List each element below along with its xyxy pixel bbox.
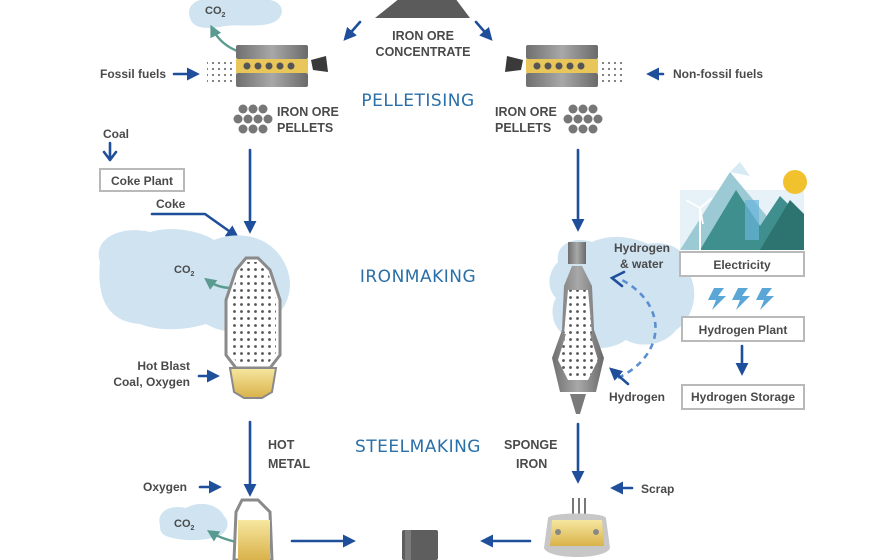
sun-icon: [783, 170, 807, 194]
sponge-iron-line1: SPONGE: [504, 438, 558, 452]
ore-to-right-arrow: [474, 20, 493, 41]
hot-metal-line1: HOT: [268, 438, 295, 452]
coal-arrow: [102, 141, 118, 162]
coke-plant-box: [99, 168, 185, 192]
pellets-right-line2: PELLETS: [495, 121, 551, 135]
hot-blast-line2: Coal, Oxygen: [113, 375, 190, 389]
pellets-left-line2: PELLETS: [277, 121, 333, 135]
pelletising-kiln-left-icon: [207, 45, 328, 87]
pellets-right-line1: IRON ORE: [495, 105, 557, 119]
electricity-label: Electricity: [713, 258, 771, 272]
co2-cloud-top-left: [189, 0, 282, 28]
iron-ore-pellets-right-icon: [563, 104, 603, 134]
iron-ore-pellets-left-icon: [233, 104, 273, 134]
fossil-fuels-label: Fossil fuels: [100, 67, 166, 81]
hot-metal-line2: METAL: [268, 457, 310, 471]
non-fossil-fuels-label: Non-fossil fuels: [673, 67, 763, 81]
hydrogen-water-line2: & water: [620, 257, 664, 271]
coal-label: Coal: [103, 127, 129, 141]
scrap-label: Scrap: [641, 482, 674, 496]
stage-label-steelmaking: STEELMAKING: [355, 437, 481, 457]
hydrogen-water-line1: Hydrogen: [614, 241, 670, 255]
hydrogen-water-arrowhead: [609, 270, 626, 288]
electric-arc-furnace-icon: [544, 498, 610, 557]
coke-label: Coke: [156, 197, 186, 211]
coke-plant-label: Coke Plant: [111, 174, 173, 188]
iron-ore-pile-icon: [375, 0, 470, 18]
co2-label-ironmaking: CO2: [174, 264, 195, 278]
co2-label-bottom-left: CO2: [174, 518, 195, 532]
ore-label-line1: IRON ORE: [392, 29, 454, 43]
steel-ladle-icon: [402, 530, 438, 560]
hydrogen-plant-label: Hydrogen Plant: [699, 323, 788, 337]
pelletising-kiln-right-icon: [505, 45, 626, 87]
basic-oxygen-furnace-icon: [232, 498, 274, 560]
hydrogen-plant-box: [681, 316, 805, 342]
co2-label-top-left: CO2: [205, 5, 226, 19]
stage-label-pelletising: PELLETISING: [361, 91, 474, 111]
oxygen-label: Oxygen: [143, 480, 187, 494]
hydrogen-storage-label: Hydrogen Storage: [691, 390, 795, 404]
co2-arrow-top-left: [210, 24, 241, 54]
coke-arrow: [150, 212, 240, 239]
hydrogen-label: Hydrogen: [609, 390, 665, 404]
ore-to-left-arrow: [343, 20, 362, 41]
renewable-landscape-icon: [680, 162, 804, 250]
hydrogen-storage-box: [681, 384, 805, 410]
sponge-iron-line2: IRON: [516, 457, 547, 471]
hydrogen-recycle-dashed-arrow: [617, 276, 657, 380]
ore-label-line2: CONCENTRATE: [376, 45, 471, 59]
stage-label-ironmaking: IRONMAKING: [360, 267, 476, 287]
hydrogen-in-arrow: [609, 367, 630, 386]
blast-furnace-icon: [224, 256, 282, 399]
pellets-left-line1: IRON ORE: [277, 105, 339, 119]
hot-blast-line1: Hot Blast: [137, 359, 190, 373]
lightning-icons: [708, 288, 774, 310]
electricity-box: [679, 251, 805, 277]
shaft-furnace-icon: [552, 242, 604, 414]
